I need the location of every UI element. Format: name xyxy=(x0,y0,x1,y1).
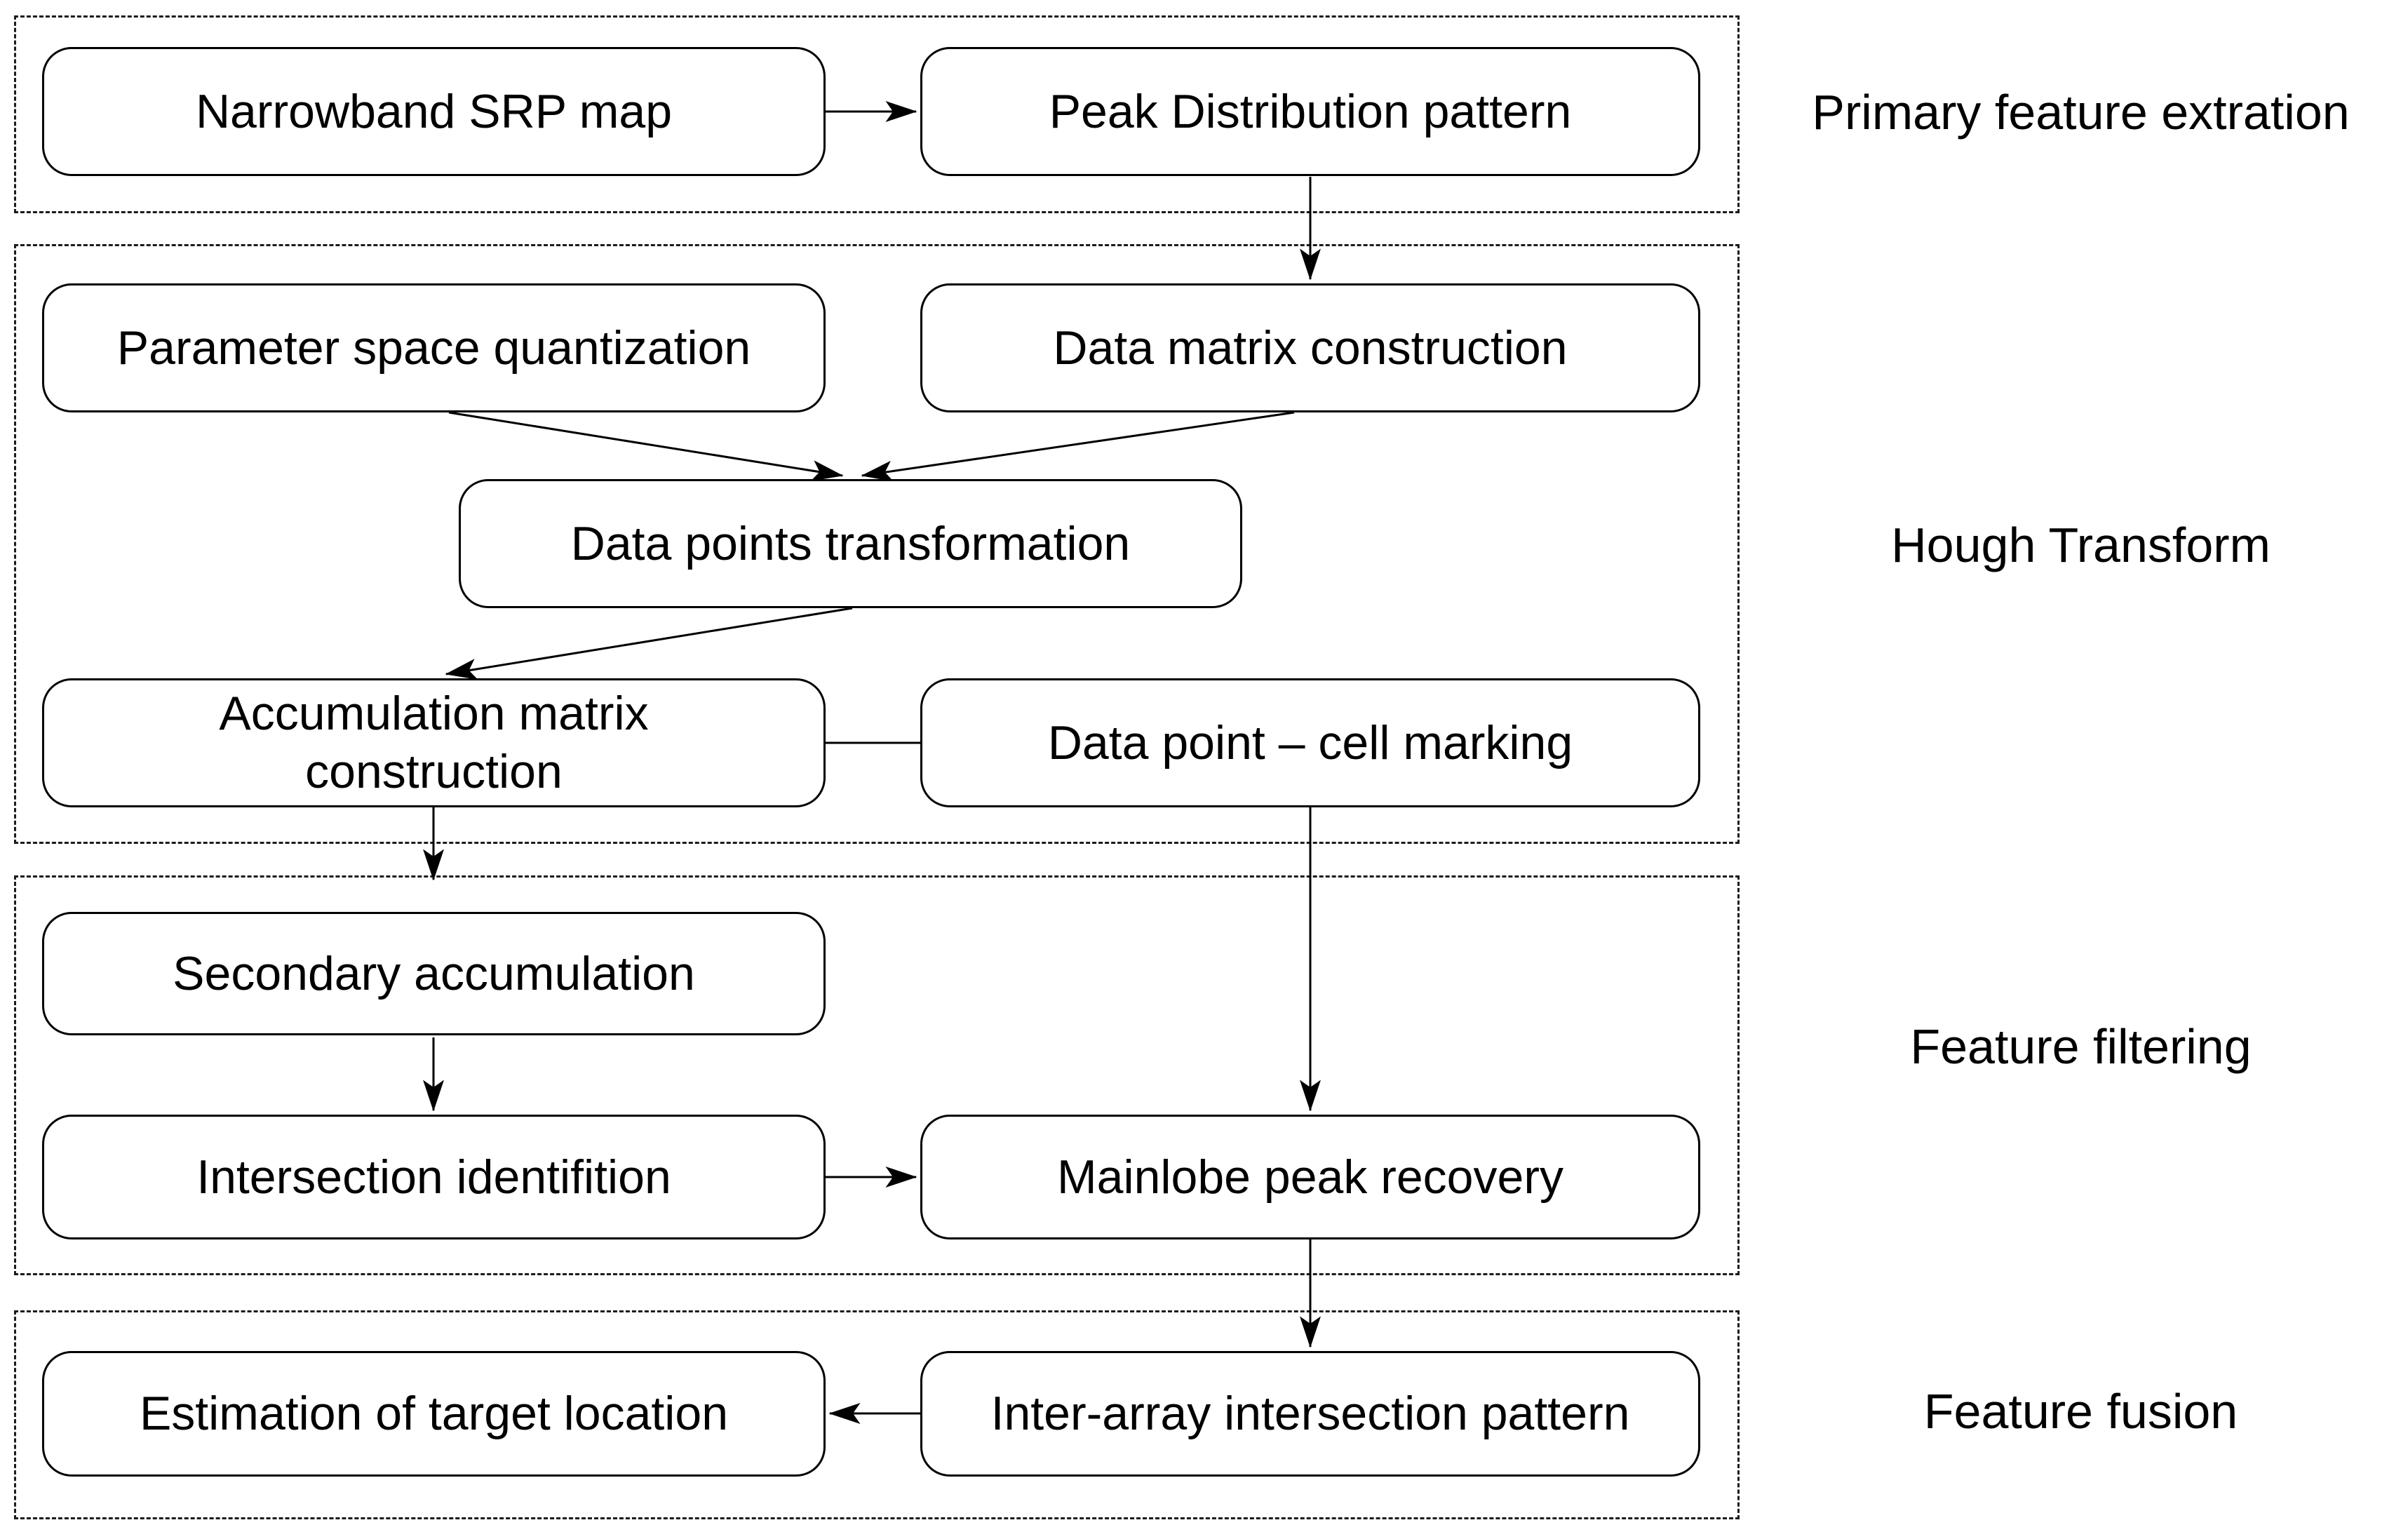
node-inter-array-intersection-pattern: Inter-array intersection pattern xyxy=(920,1351,1700,1477)
node-data-matrix-construction: Data matrix construction xyxy=(920,283,1700,412)
node-label-intersection-identifition: Intersection identifition xyxy=(196,1150,671,1204)
section-box-primary-feature-extraction xyxy=(14,15,1740,213)
node-parameter-space-quantization: Parameter space quantization xyxy=(42,283,826,412)
node-label-accumulation-matrix-construction: Accumulation matrix construction xyxy=(219,687,649,798)
section-label-primary-feature-extraction: Primary feature extration xyxy=(1812,85,2350,140)
node-label-narrowband-srp-map: Narrowband SRP map xyxy=(195,84,673,138)
section-label-feature-filtering: Feature filtering xyxy=(1910,1019,2252,1074)
node-label-mainlobe-peak-recovery: Mainlobe peak recovery xyxy=(1057,1150,1563,1204)
section-label-feature-fusion: Feature fusion xyxy=(1923,1384,2238,1439)
node-label-peak-distribution-pattern: Peak Distribution pattern xyxy=(1049,84,1572,138)
node-secondary-accumulation: Secondary accumulation xyxy=(42,912,826,1035)
node-accumulation-matrix-construction: Accumulation matrix construction xyxy=(42,678,826,807)
node-label-data-point-cell-marking: Data point – cell marking xyxy=(1047,715,1573,770)
node-label-parameter-space-quantization: Parameter space quantization xyxy=(116,321,751,375)
node-data-points-transformation: Data points transformation xyxy=(459,479,1242,608)
node-label-estimation-of-target-location: Estimation of target location xyxy=(139,1387,729,1441)
node-label-inter-array-intersection-pattern: Inter-array intersection pattern xyxy=(990,1387,1630,1441)
node-intersection-identifition: Intersection identifition xyxy=(42,1115,826,1239)
section-label-hough-transform: Hough Transform xyxy=(1891,518,2271,572)
section-box-feature-filtering xyxy=(14,875,1740,1275)
node-label-data-points-transformation: Data points transformation xyxy=(570,516,1131,570)
node-peak-distribution-pattern: Peak Distribution pattern xyxy=(920,47,1700,176)
node-estimation-of-target-location: Estimation of target location xyxy=(42,1351,826,1477)
node-narrowband-srp-map: Narrowband SRP map xyxy=(42,47,826,176)
section-box-hough-transform xyxy=(14,244,1740,844)
section-box-feature-fusion xyxy=(14,1310,1740,1519)
node-data-point-cell-marking: Data point – cell marking xyxy=(920,678,1700,807)
node-label-data-matrix-construction: Data matrix construction xyxy=(1053,321,1568,375)
node-label-secondary-accumulation: Secondary accumulation xyxy=(173,946,695,1000)
node-mainlobe-peak-recovery: Mainlobe peak recovery xyxy=(920,1115,1700,1239)
